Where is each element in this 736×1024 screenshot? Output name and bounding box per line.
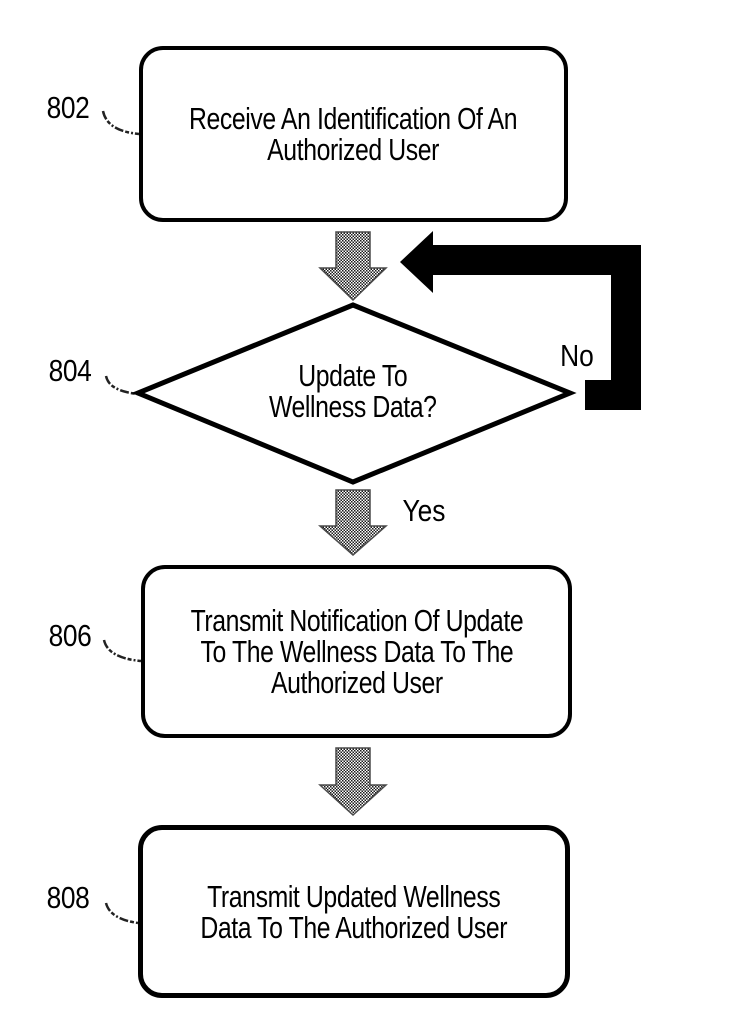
no-loop-arrowhead-icon [400, 231, 433, 293]
ref-numeral-802: 802 [46, 90, 90, 125]
decision-diamond-outline [131, 302, 577, 485]
down-arrow-icon-802-804 [318, 231, 388, 302]
decision-diamond-804-text: Update To Wellness Data? [193, 360, 513, 422]
leader-line-808 [104, 902, 139, 925]
text-line: Transmit Updated Wellness [207, 878, 501, 914]
leader-line-806 [102, 639, 142, 663]
text-line: Wellness Data? [269, 389, 437, 424]
process-box-808: Transmit Updated Wellness Data To The Au… [138, 825, 570, 998]
text-line: Receive An Identification Of An [189, 101, 518, 136]
text-line: To The Wellness Data To The [200, 634, 513, 669]
ref-numeral-808: 808 [46, 880, 90, 915]
text-line: Update To [298, 358, 408, 393]
leader-line-804 [104, 375, 139, 396]
text-line: Authorized User [270, 665, 443, 700]
process-box-806-text: Transmit Notification Of Update To The W… [190, 605, 523, 698]
process-box-802: Receive An Identification Of An Authoriz… [139, 46, 568, 222]
process-box-808-text: Transmit Updated Wellness Data To The Au… [201, 881, 508, 943]
down-arrow-icon-804-806 [318, 489, 388, 556]
text-line: Authorized User [267, 132, 440, 167]
leader-line-802 [101, 110, 140, 136]
yes-edge-label: Yes [402, 493, 446, 528]
ref-numeral-804: 804 [48, 353, 92, 388]
no-loop-arrow-shaft [432, 245, 641, 410]
down-arrow-icon-806-808 [318, 747, 388, 817]
ref-numeral-806: 806 [48, 618, 92, 653]
process-box-802-text: Receive An Identification Of An Authoriz… [189, 101, 518, 167]
text-line: Data To The Authorized User [200, 909, 508, 945]
text-line: Transmit Notification Of Update [190, 603, 523, 638]
no-edge-label: No [560, 338, 594, 373]
process-box-806: Transmit Notification Of Update To The W… [141, 565, 572, 738]
